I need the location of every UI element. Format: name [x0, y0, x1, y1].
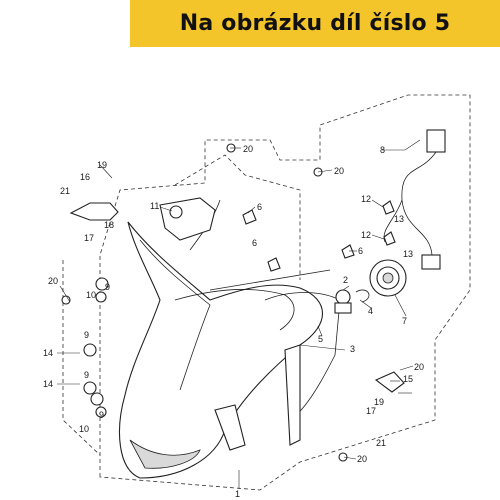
callout-20b: 20	[334, 166, 344, 176]
fasteners	[61, 143, 405, 462]
callout-11: 11	[150, 201, 159, 211]
callout-15: 15	[403, 374, 413, 384]
callout-14b: 14	[43, 379, 53, 389]
outer-dashed-frame	[99, 94, 471, 491]
callout-14a: 14	[43, 348, 53, 358]
banner-text: Na obrázku díl číslo 5	[179, 11, 451, 36]
callout-12b: 12	[361, 230, 371, 240]
callout-3: 3	[350, 344, 355, 354]
callout-18b: 19	[374, 397, 384, 407]
callout-1: 1	[235, 489, 240, 499]
callout-9a: 9	[105, 282, 110, 292]
callout-18a: 18	[104, 220, 114, 230]
callout-10b: 10	[79, 424, 89, 434]
callout-20d: 20	[357, 454, 367, 464]
callout-2: 2	[343, 275, 348, 285]
callout-6c: 6	[358, 246, 363, 256]
inner-dashed-frame	[174, 154, 301, 280]
callout-10a: 10	[86, 290, 96, 300]
part-number-banner: Na obrázku díl číslo 5	[130, 0, 500, 47]
callout-19b: 20	[414, 362, 424, 372]
callout-labels: 1 2 3 4 5 6 6 6 7 8 9 9 9 9 10 10 11 12 …	[43, 144, 424, 499]
bulb-socket-assembly	[334, 259, 407, 314]
headlight-housing	[119, 197, 341, 479]
callout-6b: 6	[252, 238, 257, 248]
wiring-harness	[383, 129, 446, 270]
callout-20e: 21	[376, 438, 386, 448]
callout-19a: 19	[97, 160, 107, 170]
callout-17b: 17	[366, 406, 376, 416]
callout-13a: 13	[394, 214, 404, 224]
callout-6a: 6	[257, 202, 262, 212]
callout-20c: 20	[48, 276, 58, 286]
callout-5: 5	[318, 334, 323, 344]
callout-12a: 12	[361, 194, 371, 204]
callout-16: 16	[80, 172, 90, 182]
callout-9c: 9	[84, 370, 89, 380]
callout-7: 7	[402, 316, 407, 326]
callout-17a: 17	[84, 233, 94, 243]
callout-9b: 9	[84, 330, 89, 340]
callout-20a: 20	[243, 144, 253, 154]
callout-9d: 9	[99, 410, 104, 420]
callout-4: 4	[368, 306, 373, 316]
leader-lines	[57, 139, 421, 489]
callout-21a: 21	[60, 186, 70, 196]
callout-13b: 13	[403, 249, 413, 259]
